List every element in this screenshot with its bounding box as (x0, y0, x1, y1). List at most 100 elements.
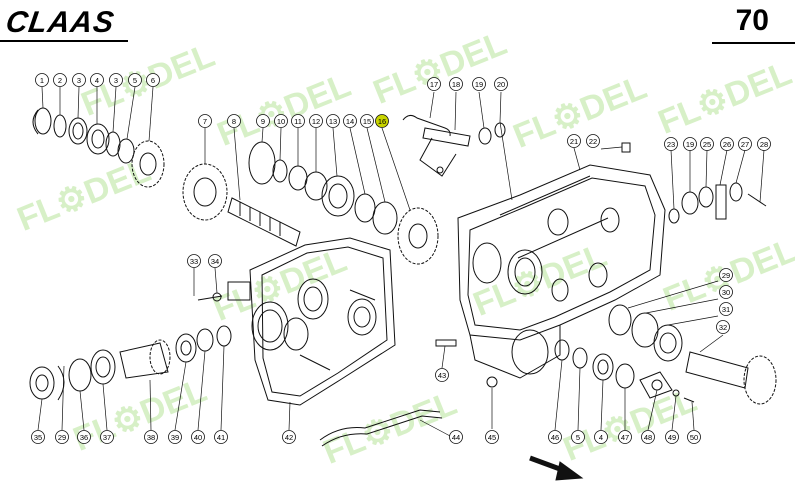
callout-circle (128, 73, 142, 87)
callout-number: 18 (452, 80, 460, 89)
callout-circle (485, 430, 499, 444)
main-gearbox-housing (457, 164, 666, 379)
callout-circle (716, 320, 730, 334)
callout-number: 48 (644, 433, 652, 442)
callout-circle (326, 114, 340, 128)
callout-number: 22 (589, 137, 597, 146)
callout-number: 10 (277, 117, 285, 126)
callout-41: 41 (214, 430, 228, 444)
callout-36: 36 (77, 430, 91, 444)
callout-number: 29 (58, 433, 66, 442)
callout-circle (738, 137, 752, 151)
callout-circle (720, 137, 734, 151)
callout-31: 31 (719, 302, 733, 316)
callout-circle (435, 368, 449, 382)
callout-circle (594, 430, 608, 444)
callout-circle (449, 77, 463, 91)
callout-circle (146, 73, 160, 87)
callout-circle (309, 114, 323, 128)
callout-circle (227, 114, 241, 128)
callout-number: 5 (133, 76, 137, 85)
callout-circle (360, 114, 374, 128)
callout-25: 25 (700, 137, 714, 151)
callout-circle (144, 430, 158, 444)
callout-number: 12 (312, 117, 320, 126)
callout-circle (719, 268, 733, 282)
callout-19: 19 (683, 137, 697, 151)
callout-number: 44 (452, 433, 460, 442)
callout-circle (53, 73, 67, 87)
callout-circle (700, 137, 714, 151)
callout-6: 6 (146, 73, 160, 87)
callout-number: 34 (211, 257, 219, 266)
leader-lines (37, 86, 765, 438)
callout-number: 39 (171, 433, 179, 442)
callout-21: 21 (567, 134, 581, 148)
header-divider (0, 40, 128, 42)
callout-35: 35 (31, 430, 45, 444)
callout-circle (109, 73, 123, 87)
callout-1: 1 (35, 73, 49, 87)
callout-circle (548, 430, 562, 444)
callout-circle (571, 430, 585, 444)
callout-29: 29 (719, 268, 733, 282)
callout-29: 29 (55, 430, 69, 444)
callout-circle (31, 430, 45, 444)
callout-26: 26 (720, 137, 734, 151)
callout-34: 34 (208, 254, 222, 268)
callout-circle (55, 430, 69, 444)
callout-circle (214, 430, 228, 444)
callout-9: 9 (256, 114, 270, 128)
callout-circle (208, 254, 222, 268)
callout-43: 43 (435, 368, 449, 382)
callout-number: 6 (151, 76, 155, 85)
callout-circle (187, 254, 201, 268)
callout-38: 38 (144, 430, 158, 444)
callout-number: 40 (194, 433, 202, 442)
callout-number: 50 (690, 433, 698, 442)
callout-circle (472, 77, 486, 91)
callout-number: 49 (668, 433, 676, 442)
callout-circle (100, 430, 114, 444)
callout-27: 27 (738, 137, 752, 151)
callout-circle (449, 430, 463, 444)
callout-number: 45 (488, 433, 496, 442)
callout-number: 47 (621, 433, 629, 442)
callout-number: 4 (95, 76, 99, 85)
callout-33: 33 (187, 254, 201, 268)
callout-15: 15 (360, 114, 374, 128)
callout-23: 23 (664, 137, 678, 151)
callout-circle (567, 134, 581, 148)
callout-number: 8 (232, 117, 236, 126)
callout-circle (719, 302, 733, 316)
callout-20: 20 (494, 77, 508, 91)
callout-32: 32 (716, 320, 730, 334)
callout-2: 2 (53, 73, 67, 87)
callout-number: 17 (430, 80, 438, 89)
callout-number: 1 (40, 76, 44, 85)
callout-circle (168, 430, 182, 444)
callout-40: 40 (191, 430, 205, 444)
callout-number: 25 (703, 140, 711, 149)
shift-lever-assembly (402, 114, 506, 177)
callout-42: 42 (282, 430, 296, 444)
callout-number: 7 (203, 117, 207, 126)
callout-5: 5 (571, 430, 585, 444)
callout-number: 33 (190, 257, 198, 266)
callout-12: 12 (309, 114, 323, 128)
callout-circle (719, 285, 733, 299)
callout-number: 5 (576, 433, 580, 442)
callout-circle (77, 430, 91, 444)
callout-number: 15 (363, 117, 371, 126)
callout-circle (291, 114, 305, 128)
callout-number: 46 (551, 433, 559, 442)
direction-arrow (529, 455, 584, 481)
callout-circle (641, 430, 655, 444)
callout-circle (256, 114, 270, 128)
callout-10: 10 (274, 114, 288, 128)
callout-circle (586, 134, 600, 148)
callout-4: 4 (90, 73, 104, 87)
callout-48: 48 (641, 430, 655, 444)
callout-13: 13 (326, 114, 340, 128)
